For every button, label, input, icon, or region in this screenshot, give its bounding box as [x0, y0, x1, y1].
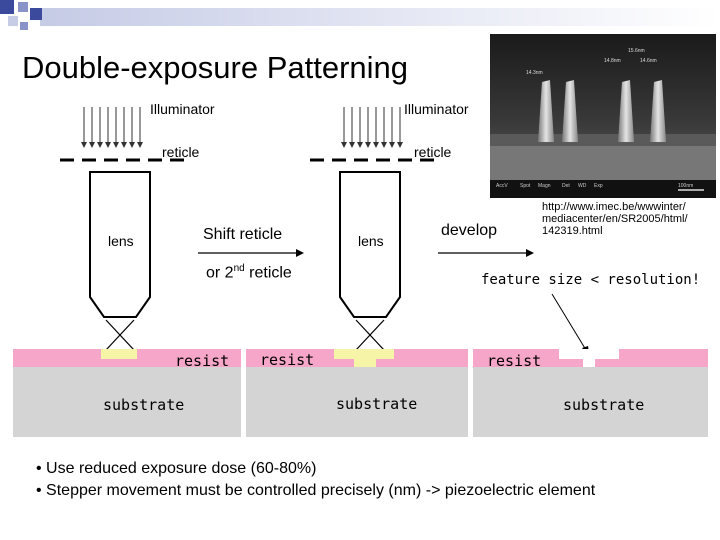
- substrate-layer: [13, 367, 241, 437]
- decorative-header-bar: [0, 0, 720, 30]
- page-title: Double-exposure Patterning: [22, 50, 409, 85]
- arrow-icon: [438, 249, 534, 257]
- stack-1: resist substrate: [13, 349, 241, 437]
- stepper-diagram-1: [60, 107, 184, 351]
- stack-3: resist substrate: [473, 349, 708, 437]
- stack-2: resist substrate: [246, 349, 468, 437]
- svg-text:Magn: Magn: [538, 183, 551, 189]
- bullet-item: • Use reduced exposure dose (60-80%): [36, 460, 317, 477]
- resist-label-1: resist: [175, 352, 230, 370]
- developed-trench: [583, 359, 595, 367]
- resist-label-3: resist: [487, 352, 542, 370]
- bullet-list: • Use reduced exposure dose (60-80%) • S…: [36, 458, 595, 502]
- svg-text:14.3nm: 14.3nm: [526, 70, 543, 76]
- substrate-label-1: substrate: [103, 396, 185, 414]
- reticle-label-1: reticle: [162, 144, 200, 160]
- lens-label-2: lens: [358, 233, 384, 249]
- svg-text:100nm: 100nm: [678, 183, 693, 189]
- svg-text:Exp: Exp: [594, 183, 603, 189]
- resist-label-2: resist: [260, 351, 315, 369]
- substrate-label-3: substrate: [563, 396, 645, 414]
- shift-reticle-label: Shift reticle: [203, 226, 283, 243]
- substrate-layer: [473, 367, 708, 437]
- stepper-diagram-2: [310, 107, 434, 351]
- lens-label-1: lens: [108, 233, 134, 249]
- illuminator-label-1: Illuminator: [150, 101, 215, 117]
- svg-text:Spot: Spot: [520, 183, 531, 189]
- source-url-text: http://www.imec.be/wwwinter/ mediacenter…: [542, 201, 688, 237]
- svg-text:WD: WD: [578, 183, 587, 189]
- substrate-label-2: substrate: [336, 395, 418, 413]
- reticle-label-2: reticle: [414, 144, 452, 160]
- develop-label: develop: [441, 222, 498, 239]
- bullet-item: • Stepper movement must be controlled pr…: [36, 482, 596, 499]
- svg-text:14.8nm: 14.8nm: [604, 58, 621, 64]
- exposed-region: [101, 349, 137, 359]
- svg-text:Det: Det: [562, 183, 570, 189]
- second-reticle-label: or 2nd reticle: [206, 263, 292, 282]
- developed-gap: [559, 349, 619, 359]
- sem-micrograph-image: AccV Spot Magn Det WD Exp 100nm 15.6nm 14.8nm…: [490, 34, 716, 198]
- exposed-region: [334, 349, 394, 359]
- svg-text:AccV: AccV: [496, 183, 508, 189]
- svg-text:14.6nm: 14.6nm: [640, 58, 657, 64]
- illuminator-label-2: Illuminator: [404, 101, 469, 117]
- substrate-layer: [246, 367, 468, 437]
- exposed-overlap: [354, 359, 376, 367]
- svg-text:15.6nm: 15.6nm: [628, 48, 645, 54]
- arrow-icon: [198, 249, 304, 257]
- feature-size-note: feature size < resolution!: [481, 272, 701, 288]
